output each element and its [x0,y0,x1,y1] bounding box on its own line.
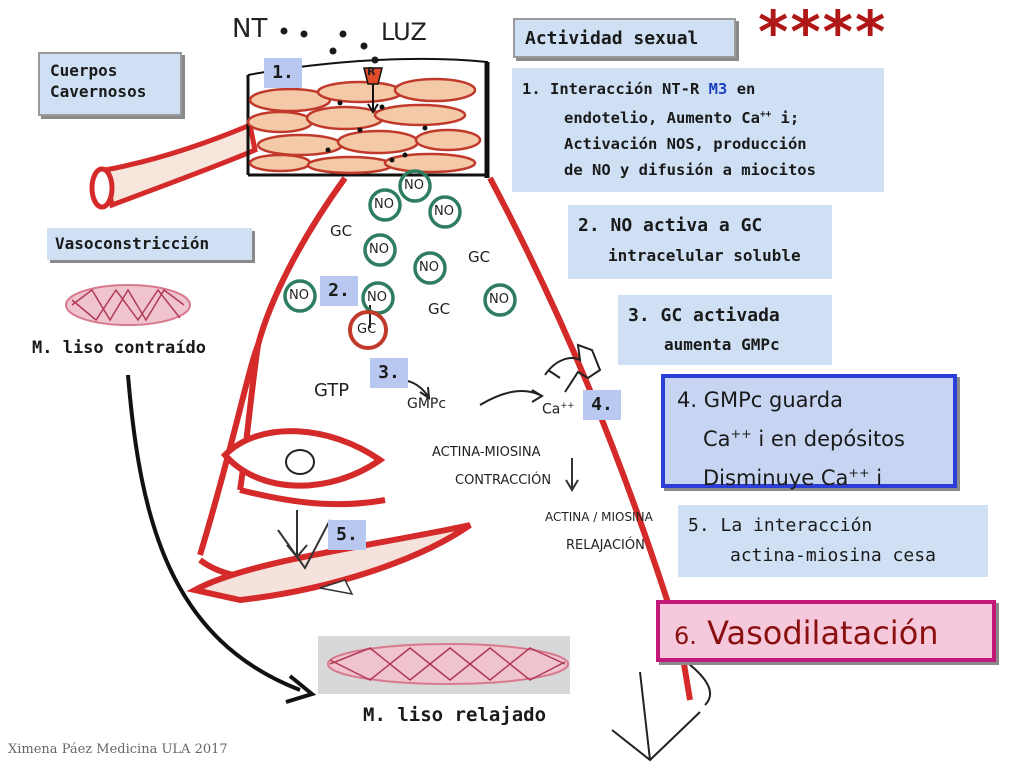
no-label: NO [369,242,389,257]
nt-label: NT [232,14,268,44]
cell-icon [220,428,386,489]
step-3-box: 3. GC activada aumenta GMPc [618,295,832,365]
no-label: NO [419,260,439,275]
contracted-muscle-label: M. liso contraído [32,338,206,358]
contracted-muscle [65,284,191,326]
gc-active [348,310,388,350]
no-label: NO [434,204,454,219]
arrow-icon [277,458,579,570]
luz-label: LUZ [381,18,427,46]
no-label: NO [367,290,387,305]
nt-dots [280,27,379,64]
ca-deposit-icon [544,343,602,393]
marker-3: 3. [370,358,408,388]
gc-label: GC [468,248,491,266]
marker-5: 5. [328,520,366,550]
marker-4: 4. [583,390,621,420]
arrow-icon [126,374,317,704]
arrow-icon [369,305,544,406]
gmpc-label: GMPc [407,396,447,412]
gc-label: GC [330,222,353,240]
marker-2: 2. [320,276,358,306]
cavernous-body [246,57,490,178]
no-label: NO [404,178,424,193]
step-4-box: 4. GMPc guarda Ca++ i en depósitos Dismi… [661,374,957,490]
no-label: NO [374,197,394,212]
marker-1: 1. [264,58,302,88]
relaxed-cell [186,522,472,604]
relaxation-label-1: ACTINA / MIOSINA [545,510,653,524]
step-2-box: 2. NO activa a GC intracelular soluble [568,205,832,279]
no-label: NO [289,288,309,303]
step-number: 1. [522,80,541,98]
arrow-icon [611,671,701,762]
step-5-box: 5. La interacción actina-miosina cesa [678,505,988,577]
no-label: NO [489,292,509,307]
step-1-box: 1. Interacción NT-R M3 en endotelio, Aum… [512,68,884,192]
footer-credit: Ximena Páez Medicina ULA 2017 [8,742,228,757]
gc-label: GC [428,300,451,318]
gc-active-label: GC [357,322,377,337]
vasoconstriccion-label: Vasoconstricción [47,228,252,260]
stars: **** [758,0,888,66]
receptor-label: R [367,65,376,78]
artery-tube [89,121,258,210]
contraction-label-1: ACTINA-MIOSINA [432,445,541,460]
relaxed-muscle [318,636,570,694]
gtp-label: GTP [314,380,350,401]
relaxed-muscle-label: M. liso relajado [363,704,547,726]
actividad-sexual-label: Actividad sexual [513,18,736,58]
contraction-label-2: CONTRACCIÓN [455,473,552,488]
receptor-icon [363,67,383,85]
ca-label: Ca++ [542,400,575,418]
relaxation-label-2: RELAJACIÓN [566,538,645,553]
step-6-box: 6. Vasodilatación [656,600,996,662]
cuerpos-cavernosos-label: Cuerpos Cavernosos [38,52,182,116]
arrow-icon [367,84,379,114]
